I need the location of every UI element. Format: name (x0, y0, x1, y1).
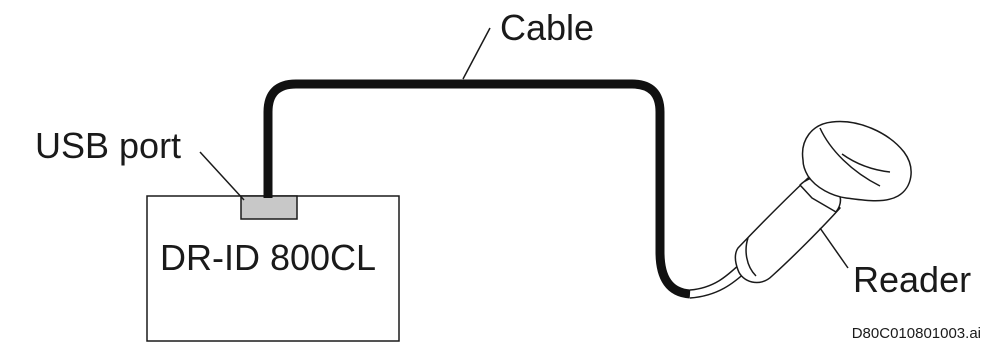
file-id-label: D80C010801003.ai (851, 325, 981, 342)
reader-leader-line (819, 227, 849, 269)
device-label: DR-ID 800CL (160, 237, 377, 278)
usb-port (240, 195, 298, 220)
reader-device (734, 120, 912, 284)
reader-head (801, 120, 912, 202)
reader-head-contour (841, 153, 891, 173)
reader-window (819, 127, 881, 187)
reader-grip (745, 237, 757, 277)
usb-port-label: USB port (35, 125, 182, 166)
reader-handle (734, 177, 841, 284)
usb-port-leader-line (199, 151, 245, 201)
cable (263, 79, 691, 299)
reader-label: Reader (853, 259, 972, 300)
device-box (146, 195, 400, 342)
cable-leader-line (462, 27, 491, 80)
cable-label: Cable (500, 7, 595, 48)
